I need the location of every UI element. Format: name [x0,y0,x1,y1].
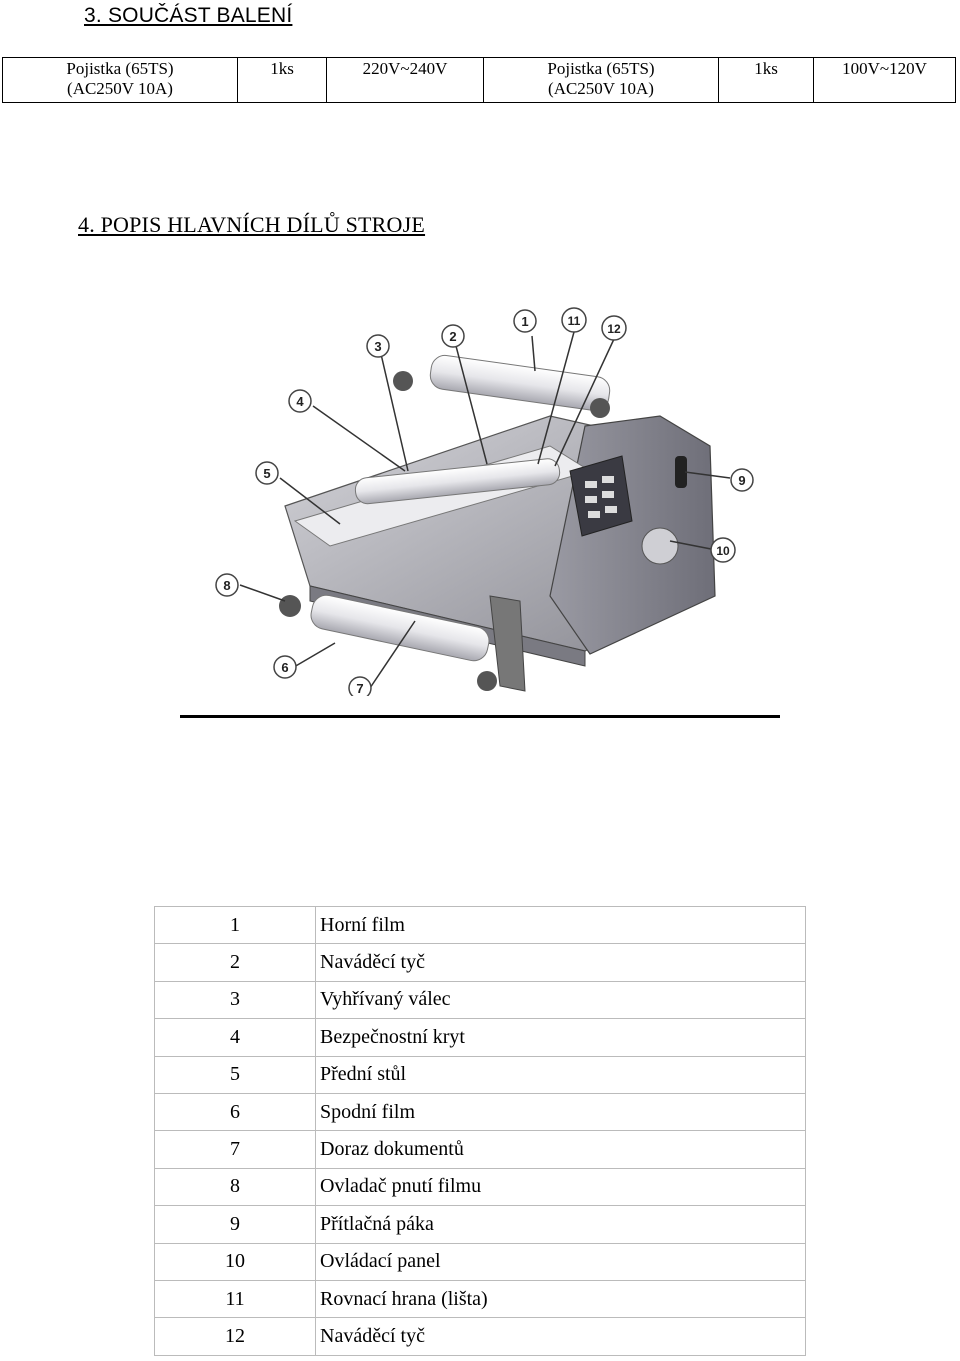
section-4-heading: 4. POPIS HLAVNÍCH DÍLŮ STROJE [78,212,426,237]
fuse-label: Pojistka (65TS) [547,59,655,78]
section-3-heading: 3. SOUČÁST BALENÍ [84,4,293,27]
callout-10: 10 [710,537,736,563]
callout-1: 1 [513,309,537,333]
svg-text:5: 5 [263,466,270,481]
callout-8: 8 [215,573,239,597]
part-number: 12 [154,1317,316,1356]
package-contents-table: Pojistka (65TS) (AC250V 10A) 1ks 220V~24… [2,57,956,103]
fuse-spec: (AC250V 10A) [67,79,173,98]
svg-text:2: 2 [449,329,456,344]
svg-text:9: 9 [738,473,745,488]
part-number: 1 [154,905,316,945]
callout-7: 7 [348,676,372,700]
pressure-lever [675,456,687,488]
control-panel [569,455,633,537]
svg-text:3: 3 [374,339,381,354]
svg-text:10: 10 [716,544,730,558]
svg-text:1: 1 [521,314,528,329]
fuse-cell-1: Pojistka (65TS) (AC250V 10A) [2,57,238,103]
svg-text:11: 11 [568,314,581,328]
part-number: 8 [154,1167,316,1207]
part-number: 9 [154,1205,316,1244]
qty-cell-2: 1ks [718,57,814,103]
callout-3: 3 [366,334,390,358]
laminator-figure: 1 2 3 4 5 6 7 8 9 10 11 12 [190,296,780,700]
horizontal-rule [180,715,780,718]
callout-4: 4 [288,389,312,413]
fuse-label: Pojistka (65TS) [66,59,174,78]
part-number: 2 [154,943,316,982]
part-name: Rovnací hrana (lišta) [315,1279,806,1319]
svg-text:6: 6 [281,660,288,675]
part-name: Ovládací panel [315,1242,806,1281]
svg-text:12: 12 [607,322,621,336]
part-name: Naváděcí tyč [315,943,806,982]
callout-leaders [239,331,731,689]
part-name: Naváděcí tyč [315,1317,806,1356]
fuse-spec: (AC250V 10A) [548,79,654,98]
part-name: Bezpečnostní kryt [315,1018,806,1057]
callout-5: 5 [255,461,279,485]
callout-6: 6 [273,655,297,679]
part-number: 11 [154,1279,316,1319]
heated-roller [354,458,561,505]
callout-12: 12 [601,315,627,341]
voltage-cell-1: 220V~240V [326,57,484,103]
part-name: Přední stůl [315,1055,806,1094]
part-name: Spodní film [315,1092,806,1132]
part-number: 6 [154,1092,316,1132]
callout-11: 11 [561,307,587,333]
bottom-film-roll [279,594,497,691]
voltage-cell-2: 100V~120V [813,57,956,103]
part-number: 4 [154,1018,316,1057]
part-name: Ovladač pnutí filmu [315,1167,806,1207]
part-name: Přítlačná páka [315,1205,806,1244]
laminator-machine [279,354,716,692]
part-name: Vyhřívaný válec [315,980,806,1020]
top-film-roll [393,354,611,418]
qty-cell-1: 1ks [237,57,327,103]
svg-text:8: 8 [223,578,230,593]
part-number: 7 [154,1130,316,1169]
svg-text:4: 4 [296,394,304,409]
svg-text:7: 7 [356,681,363,696]
part-number: 3 [154,980,316,1020]
part-name: Horní film [315,905,806,945]
part-number: 5 [154,1055,316,1094]
part-name: Doraz dokumentů [315,1130,806,1169]
table-row: Pojistka (65TS) (AC250V 10A) 1ks 220V~24… [2,57,956,103]
fuse-cell-2: Pojistka (65TS) (AC250V 10A) [483,57,719,103]
callout-2: 2 [441,324,465,348]
part-number: 10 [154,1242,316,1281]
callout-9: 9 [730,468,754,492]
